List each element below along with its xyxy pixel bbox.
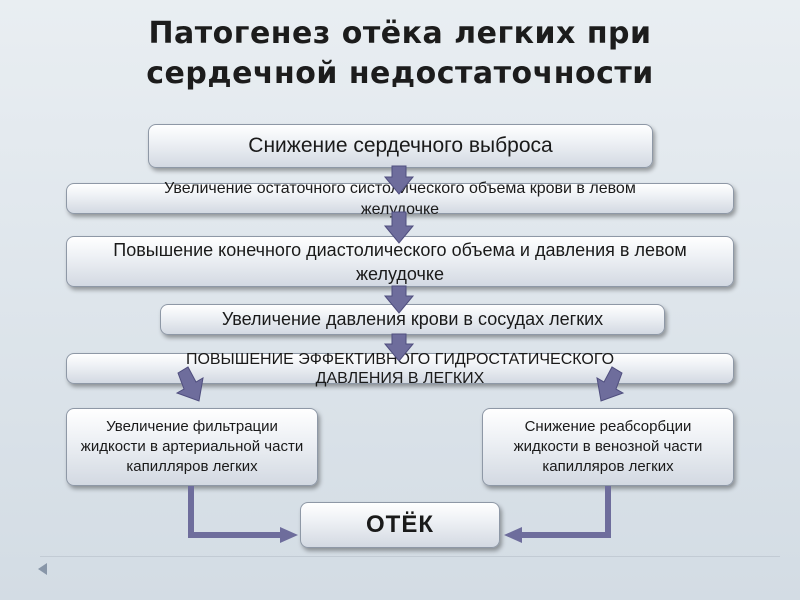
arrow-split-right [596, 366, 625, 402]
box-lung-vessel-pressure-label: Увеличение давления крови в сосудах легк… [221, 309, 604, 329]
box-filtration-label: Увеличение фильтрации жидкости в артериа… [80, 418, 304, 475]
arrow-down-3 [383, 285, 415, 314]
box-reabsorption-label: Снижение реабсорбции жидкости в венозной… [513, 418, 703, 475]
arrow-down-1 [383, 165, 415, 195]
arrow-down-4 [383, 333, 415, 362]
box-filtration: Увеличение фильтрации жидкости в артериа… [66, 408, 318, 486]
box-lung-vessel-pressure: Увеличение давления крови в сосудах легк… [160, 304, 665, 335]
title-line-1: Патогенез отёка легких при [148, 16, 652, 51]
page-title: Патогенез отёка легких при сердечной нед… [0, 14, 800, 94]
box-end-diastolic-label: Повышение конечного диастолического объе… [113, 239, 687, 284]
triangle-left-icon[interactable] [38, 563, 47, 575]
arrowhead-left [280, 527, 298, 543]
arrow-split-left [175, 366, 204, 402]
connector-right [520, 486, 611, 538]
box-reabsorption: Снижение реабсорбции жидкости в венозной… [482, 408, 734, 486]
arrow-down-2 [383, 211, 415, 244]
title-line-2: сердечной недостаточности [146, 56, 654, 91]
box-edema-label: ОТЁК [365, 511, 435, 538]
arrowhead-right [504, 527, 522, 543]
box-edema: ОТЁК [300, 502, 500, 548]
connector-left [188, 486, 282, 538]
footer-divider [40, 556, 780, 557]
box-cardiac-output-label: Снижение сердечного выброса [248, 134, 553, 157]
